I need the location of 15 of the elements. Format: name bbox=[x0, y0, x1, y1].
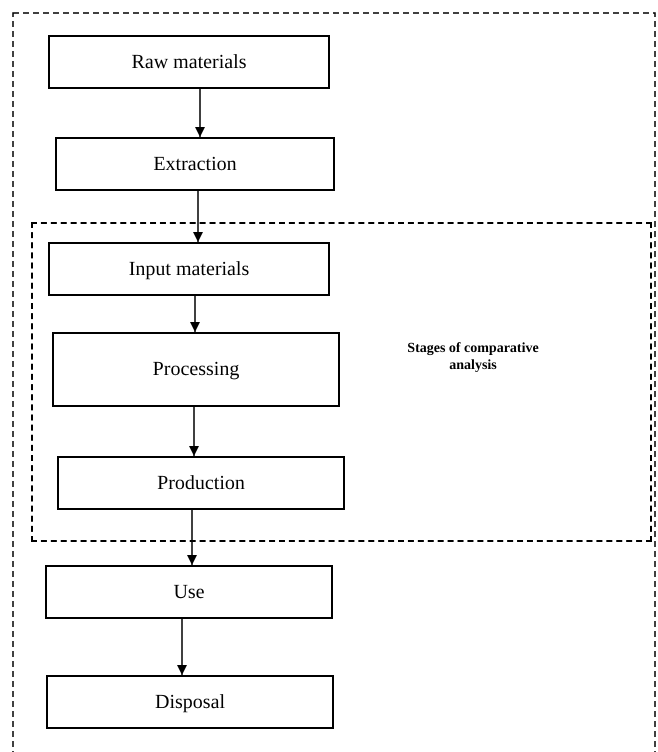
arrow bbox=[193, 191, 203, 242]
arrow bbox=[177, 619, 187, 675]
dashed-group-box bbox=[31, 222, 652, 542]
process-box: Extraction bbox=[55, 137, 335, 191]
arrow bbox=[187, 510, 197, 565]
process-box: Production bbox=[57, 456, 345, 510]
process-box: Disposal bbox=[46, 675, 334, 729]
arrow bbox=[190, 296, 200, 332]
group-label: Stages of comparative analysis bbox=[406, 341, 540, 375]
arrow bbox=[189, 407, 199, 456]
process-box: Input materials bbox=[48, 242, 330, 296]
process-box: Processing bbox=[52, 332, 340, 407]
arrow bbox=[195, 89, 205, 137]
process-box: Raw materials bbox=[48, 35, 330, 89]
process-box: Use bbox=[45, 565, 333, 619]
